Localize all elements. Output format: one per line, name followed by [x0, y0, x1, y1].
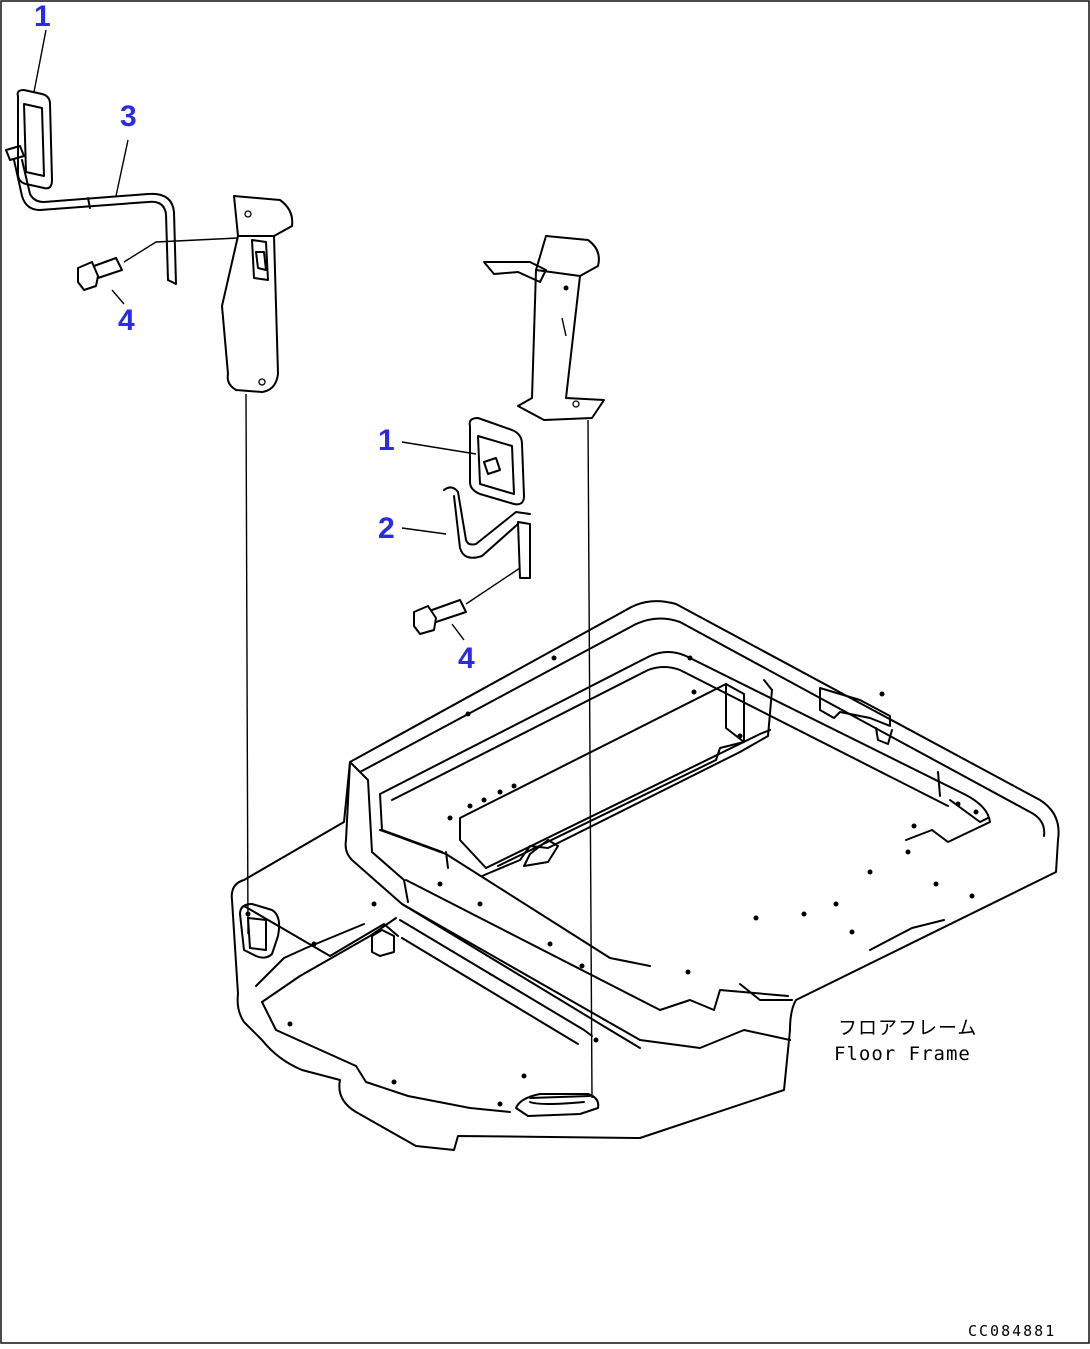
- callout-1-left-mirror: 1: [34, 0, 51, 33]
- callout-1-right-mirror: 1: [378, 424, 395, 457]
- drawing-code: CC084881: [968, 1322, 1057, 1340]
- alignment-line-left: [245, 393, 249, 935]
- floor-frame-label-jp: フロアフレーム: [838, 1017, 978, 1039]
- left-mirror-assembly: [5, 29, 294, 393]
- floor-frame-label-en: Floor Frame: [834, 1043, 971, 1065]
- callout-4-left-bolt: 4: [118, 304, 135, 337]
- alignment-line-right: [587, 419, 593, 1099]
- frame-holes: [245, 655, 979, 1107]
- callout-2-stay: 2: [378, 512, 395, 545]
- floor-frame: [230, 600, 1060, 1151]
- callout-3-stay: 3: [120, 100, 137, 133]
- callout-4-right-bolt: 4: [458, 642, 475, 675]
- right-mirror-assembly: [401, 235, 605, 641]
